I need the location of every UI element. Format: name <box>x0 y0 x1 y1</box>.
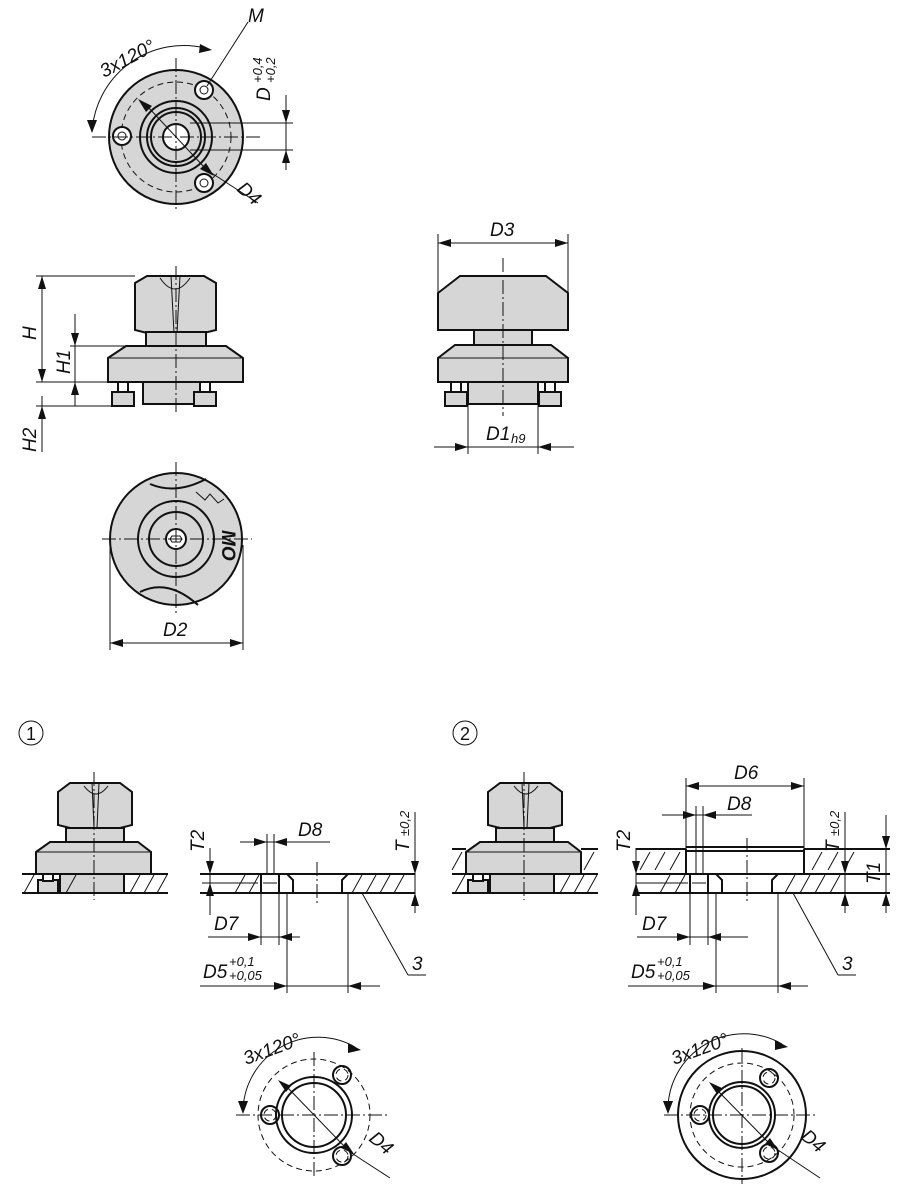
bottom-view <box>102 462 252 650</box>
h1-label: H1 <box>54 350 75 374</box>
v2-d4-label: D4 <box>797 1126 829 1158</box>
v2-d6-label: D6 <box>734 763 759 784</box>
v2-angle-label: 3x120° <box>669 1030 732 1070</box>
v2-d8-label: D8 <box>727 794 752 815</box>
d-tol-upper: +0,4 <box>250 57 265 83</box>
h-label: H <box>20 326 41 340</box>
v1-d7-label: D7 <box>214 914 240 935</box>
v1-d5-label: D5 <box>203 962 228 983</box>
v1-ref-label: 3 <box>412 954 423 975</box>
d3-label: D3 <box>490 220 515 241</box>
variant-2-marker <box>452 720 478 746</box>
v2-d5-tol-upper: +0,1 <box>657 954 683 969</box>
marking-label: MO <box>217 530 238 561</box>
side-view <box>36 266 244 452</box>
mounting-screw <box>194 80 214 100</box>
mounting-screw <box>194 173 214 193</box>
v2-d5-label: D5 <box>631 962 656 983</box>
v2-t-tol: ±0,2 <box>827 810 842 836</box>
v2-t-label: T <box>823 839 844 852</box>
v1-t-tol: ±0,2 <box>397 810 412 836</box>
v2-ref-label: 3 <box>842 954 853 975</box>
d4-label: D4 <box>233 178 265 210</box>
variant-2-mounted-view <box>451 772 598 900</box>
h2-label: H2 <box>20 427 41 452</box>
variant-1-hole-pattern <box>236 1036 391 1179</box>
variant-1-mounted-view <box>22 772 168 900</box>
d1-label: D1 <box>486 424 510 445</box>
d2-label: D2 <box>163 620 188 641</box>
tapped-hole <box>332 1065 352 1085</box>
v2-t2-label: T2 <box>614 829 635 852</box>
v1-d5-tol-lower: +0,05 <box>229 968 263 983</box>
v1-t2-label: T2 <box>188 829 209 852</box>
variant-1-marker <box>18 720 44 746</box>
front-view <box>434 234 574 454</box>
top-view <box>87 21 293 210</box>
v2-d7-label: D7 <box>642 914 668 935</box>
variant-2-hole-pattern <box>663 1033 821 1184</box>
mounting-screw <box>112 126 132 146</box>
tapped-hole <box>759 1068 779 1088</box>
v2-d5-tol-lower: +0,05 <box>657 968 691 983</box>
m-label: M <box>248 6 264 27</box>
v1-d8-label: D8 <box>298 820 323 841</box>
v2-t1-label: T1 <box>864 862 885 884</box>
variant-2-number: 2 <box>460 724 470 744</box>
d-tol-lower: +0,2 <box>263 57 278 83</box>
d1-fit-label: h9 <box>511 431 525 446</box>
variant-1-cutout-section <box>200 812 426 993</box>
d-label: D <box>254 87 275 101</box>
v1-t-label: T <box>393 839 414 852</box>
v1-d5-tol-upper: +0,1 <box>229 954 255 969</box>
variant-2-cutout-section <box>628 778 890 993</box>
v1-d4-label: D4 <box>365 1128 397 1160</box>
v1-angle-label: 3x120° <box>241 1030 304 1070</box>
variant-1-number: 1 <box>26 724 36 744</box>
